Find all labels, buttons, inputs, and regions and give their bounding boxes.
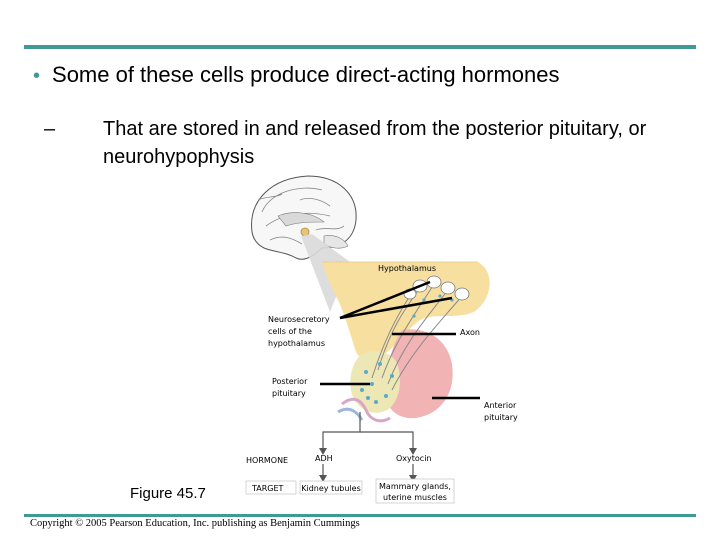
label-oxytocin: Oxytocin bbox=[396, 454, 432, 463]
label-mammary-1: Mammary glands, bbox=[379, 482, 451, 491]
sub-bullet-text: That are stored in and released from the… bbox=[103, 118, 647, 168]
kidney-box bbox=[299, 480, 363, 495]
label-hypothalamus: Hypothalamus bbox=[378, 264, 436, 273]
brain-inset bbox=[251, 175, 357, 260]
bullet-icon: • bbox=[33, 65, 41, 87]
flow-arrows bbox=[322, 412, 414, 478]
label-adh: ADH bbox=[315, 454, 333, 463]
posterior-pituitary bbox=[350, 351, 400, 413]
label-posterior-1: Posterior bbox=[272, 377, 308, 386]
top-rule bbox=[24, 45, 696, 49]
label-neurosecretory-2: cells of the bbox=[268, 327, 312, 336]
target-box bbox=[245, 480, 297, 495]
dash-icon: – bbox=[44, 118, 56, 140]
label-kidney: Kidney tubules bbox=[301, 484, 360, 493]
mammary-box bbox=[375, 478, 455, 504]
copyright-text: Copyright © 2005 Pearson Education, Inc.… bbox=[30, 518, 360, 529]
label-target: TARGET bbox=[251, 484, 284, 493]
anterior-pituitary bbox=[385, 329, 453, 419]
label-neurosecretory-1: Neurosecretory bbox=[268, 315, 330, 324]
label-posterior-2: pituitary bbox=[272, 389, 306, 398]
label-anterior-1: Anterior bbox=[484, 401, 517, 410]
bullet-text: Some of these cells produce direct-actin… bbox=[52, 62, 560, 87]
bullet-point: • Some of these cells produce direct-acti… bbox=[33, 62, 560, 88]
hormone-granules bbox=[360, 294, 454, 404]
label-anterior-2: pituitary bbox=[484, 413, 518, 422]
label-mammary-2: uterine muscles bbox=[383, 493, 447, 502]
pointer-lines bbox=[320, 280, 480, 400]
label-axon: Axon bbox=[460, 328, 480, 337]
arrow-heads bbox=[319, 448, 417, 482]
label-hormone: HORMONE bbox=[246, 456, 288, 465]
sub-bullet: – That are stored in and released from t… bbox=[44, 115, 684, 171]
figure-label: Figure 45.7 bbox=[130, 485, 206, 502]
label-neurosecretory-3: hypothalamus bbox=[268, 339, 325, 348]
bottom-rule bbox=[24, 514, 696, 517]
